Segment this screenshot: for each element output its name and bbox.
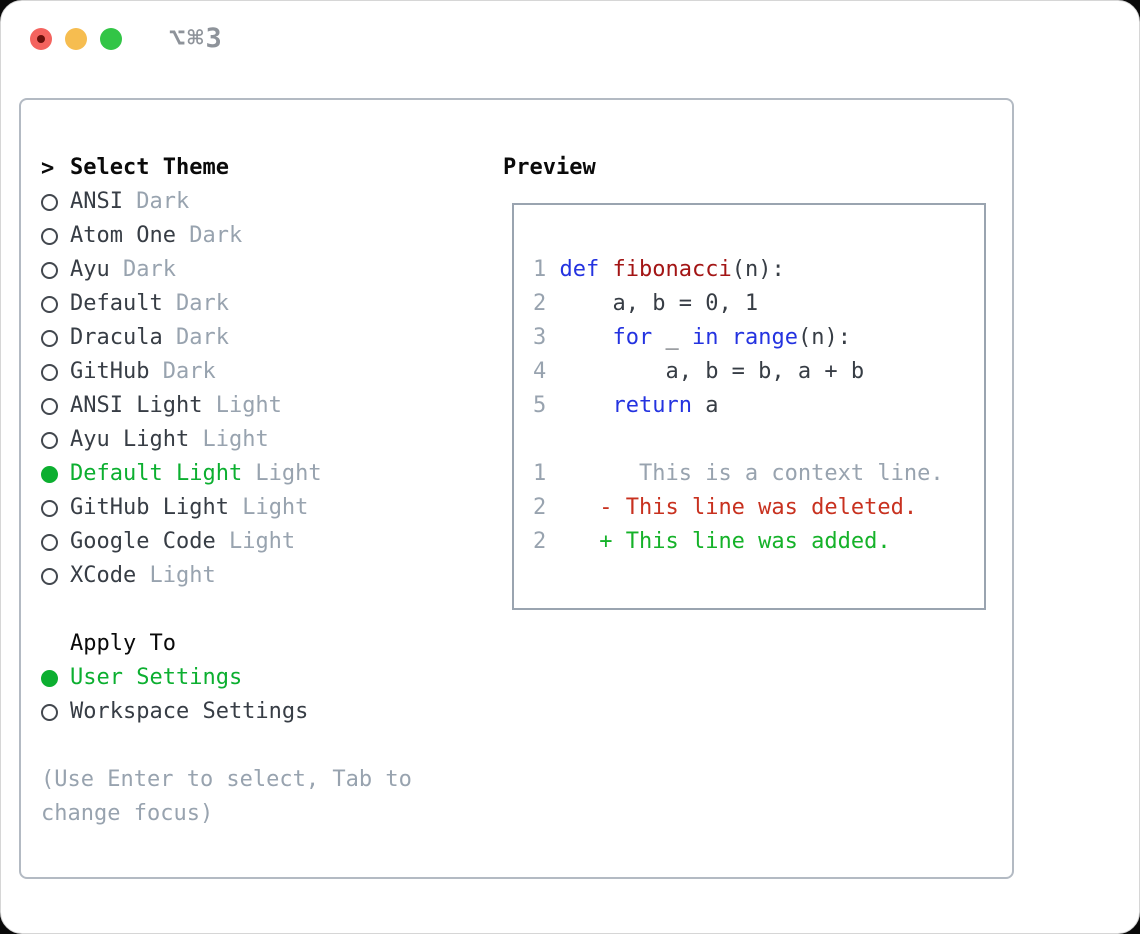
theme-option[interactable]: GitHub Dark xyxy=(41,355,491,389)
theme-option[interactable]: Dracula Dark xyxy=(41,321,491,355)
hint-text-line-2: change focus) xyxy=(41,801,214,826)
radio-selected-icon xyxy=(41,669,58,687)
option-label: User Settings xyxy=(70,665,243,690)
option-label: Workspace Settings xyxy=(70,699,309,724)
diff-line-context: 1 This is a context line. xyxy=(533,461,944,486)
theme-option[interactable]: Google Code Light xyxy=(41,525,491,559)
radio-unselected-icon xyxy=(41,261,58,279)
bullet-column xyxy=(41,329,70,347)
option-label: Dracula Dark xyxy=(70,325,229,350)
blank-line xyxy=(533,423,984,457)
bullet-column xyxy=(41,703,70,721)
select-theme-header: > Select Theme xyxy=(41,151,491,185)
option-label: Ayu Dark xyxy=(70,257,176,282)
option-label: ANSI Dark xyxy=(70,189,190,214)
bullet-column xyxy=(41,227,70,245)
option-label: Google Code Light xyxy=(70,529,296,554)
theme-option[interactable]: Atom One Dark xyxy=(41,219,491,253)
option-label: Default Light Light xyxy=(70,461,322,486)
titlebar: ⌥⌘3 xyxy=(1,1,1139,77)
bullet-column xyxy=(41,363,70,381)
theme-option[interactable]: XCode Light xyxy=(41,559,491,593)
bullet-column xyxy=(41,397,70,415)
bullet-column xyxy=(41,193,70,211)
radio-unselected-icon xyxy=(41,431,58,449)
bullet-column xyxy=(41,533,70,551)
theme-option[interactable]: Default Dark xyxy=(41,287,491,321)
option-label: Atom One Dark xyxy=(70,223,243,248)
code-line: 5 return a xyxy=(533,393,719,418)
diff-line-added: 2 + This line was added. xyxy=(533,529,891,554)
radio-unselected-icon xyxy=(41,329,58,347)
radio-unselected-icon xyxy=(41,397,58,415)
zoom-button[interactable] xyxy=(100,28,122,50)
code-line: 1 def fibonacci(n): xyxy=(533,257,785,282)
radio-unselected-icon xyxy=(41,193,58,211)
bullet-column xyxy=(41,499,70,517)
option-label: ANSI Light Light xyxy=(70,393,282,418)
close-button[interactable] xyxy=(30,28,52,50)
theme-option[interactable]: Ayu Light Light xyxy=(41,423,491,457)
apply-to-option[interactable]: User Settings xyxy=(41,661,491,695)
option-label: Default Dark xyxy=(70,291,229,316)
theme-option[interactable]: GitHub Light Light xyxy=(41,491,491,525)
option-label: Ayu Light Light xyxy=(70,427,269,452)
bullet-column xyxy=(41,567,70,585)
code-line: 2 a, b = 0, 1 xyxy=(533,291,759,316)
code-line: 3 for _ in range(n): xyxy=(533,325,851,350)
keyboard-shortcut-label: ⌥⌘3 xyxy=(169,23,224,54)
theme-option[interactable]: Default Light Light xyxy=(41,457,491,491)
option-label: GitHub Dark xyxy=(70,359,216,384)
focus-caret: > xyxy=(41,155,55,181)
radio-unselected-icon xyxy=(41,295,58,313)
hint-text-line-1: (Use Enter to select, Tab to xyxy=(41,767,412,792)
option-label: XCode Light xyxy=(70,563,216,588)
traffic-lights xyxy=(30,28,122,50)
apply-to-header: Apply To xyxy=(41,627,491,661)
bullet-column xyxy=(41,669,70,687)
radio-unselected-icon xyxy=(41,499,58,517)
preview-title: Preview xyxy=(503,155,596,180)
bullet-column xyxy=(41,261,70,279)
focus-dot-icon xyxy=(37,35,45,43)
code-preview: 1 def fibonacci(n): 2 a, b = 0, 1 3 for _ … xyxy=(533,253,984,423)
radio-unselected-icon xyxy=(41,703,58,721)
code-line: 4 a, b = b, a + b xyxy=(533,359,865,384)
apply-to-option[interactable]: Workspace Settings xyxy=(41,695,491,729)
radio-selected-icon xyxy=(41,465,58,483)
diff-line-deleted: 2 - This line was deleted. xyxy=(533,495,918,520)
option-label: GitHub Light Light xyxy=(70,495,309,520)
theme-option[interactable]: Ayu Dark xyxy=(41,253,491,287)
bullet-column xyxy=(41,295,70,313)
apply-to-title: Apply To xyxy=(70,631,176,656)
spacer xyxy=(41,593,491,627)
radio-unselected-icon xyxy=(41,363,58,381)
bullet-column xyxy=(41,465,70,483)
theme-option[interactable]: ANSI Dark xyxy=(41,185,491,219)
bullet-column xyxy=(41,431,70,449)
radio-unselected-icon xyxy=(41,533,58,551)
diff-preview: 1 This is a context line. 2 - This line w… xyxy=(533,457,984,559)
spacer xyxy=(41,729,491,763)
preview-pane: 1 def fibonacci(n): 2 a, b = 0, 1 3 for _ … xyxy=(512,203,986,610)
theme-option[interactable]: ANSI Light Light xyxy=(41,389,491,423)
select-theme-title: Select Theme xyxy=(70,155,229,180)
radio-unselected-icon xyxy=(41,567,58,585)
radio-unselected-icon xyxy=(41,227,58,245)
minimize-button[interactable] xyxy=(65,28,87,50)
